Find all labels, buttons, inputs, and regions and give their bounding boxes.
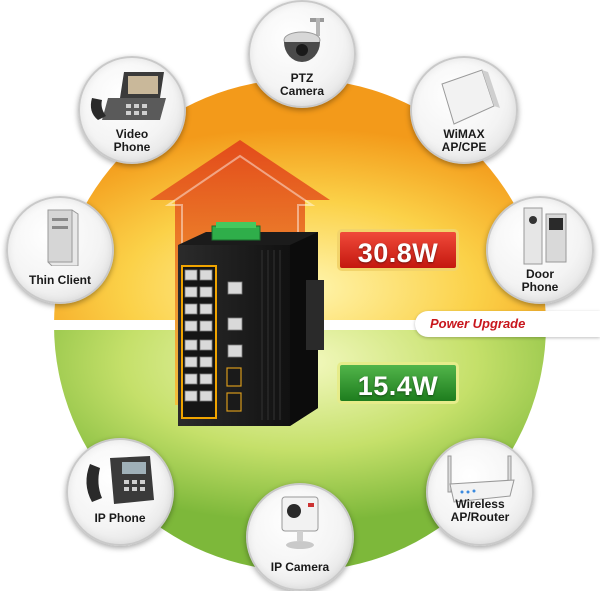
device-video-phone: Video Phone bbox=[78, 56, 186, 164]
device-label-line2: AP/CPE bbox=[441, 140, 487, 154]
device-label-line1: Thin Client bbox=[29, 273, 91, 287]
ip-phone-icon bbox=[86, 456, 154, 504]
device-label-line1: Door bbox=[526, 267, 554, 281]
thin-client-icon bbox=[47, 209, 79, 266]
wimax-antenna-icon bbox=[441, 69, 500, 125]
power-upgrade-band bbox=[415, 311, 600, 337]
device-label-line2: AP/Router bbox=[450, 510, 510, 524]
power-upgrade-label: Power Upgrade bbox=[430, 316, 526, 331]
device-ptz-camera: PTZ Camera bbox=[248, 0, 356, 108]
wireless-router-icon bbox=[447, 455, 515, 503]
device-label-line2: Camera bbox=[279, 84, 325, 98]
device-label-line2: Phone bbox=[113, 140, 151, 154]
ptz-camera-icon bbox=[283, 18, 324, 62]
device-thin-client: Thin Client bbox=[6, 196, 114, 304]
device-wimax-ap: WiMAX AP/CPE bbox=[410, 56, 518, 164]
device-label-line1: IP Phone bbox=[94, 511, 146, 525]
device-door-phone: Door Phone bbox=[486, 196, 594, 304]
power-badge-15w: 15.4W bbox=[337, 362, 459, 404]
device-label-line2: Phone bbox=[521, 280, 559, 294]
device-label-line1: PTZ bbox=[290, 71, 314, 85]
door-phone-icon bbox=[523, 207, 567, 265]
poe-switch-illustration bbox=[178, 222, 324, 426]
device-wireless-router: Wireless AP/Router bbox=[426, 438, 534, 546]
device-label-line1: Wireless bbox=[455, 497, 505, 511]
ip-camera-icon bbox=[281, 496, 319, 549]
power-badge-30w: 30.8W bbox=[337, 229, 459, 271]
device-label-line1: IP Camera bbox=[270, 560, 330, 574]
video-phone-icon bbox=[90, 72, 166, 120]
device-label-line1: Video bbox=[115, 127, 149, 141]
device-label-line1: WiMAX bbox=[443, 127, 485, 141]
device-ip-camera: IP Camera bbox=[246, 483, 354, 591]
device-ip-phone: IP Phone bbox=[66, 438, 174, 546]
